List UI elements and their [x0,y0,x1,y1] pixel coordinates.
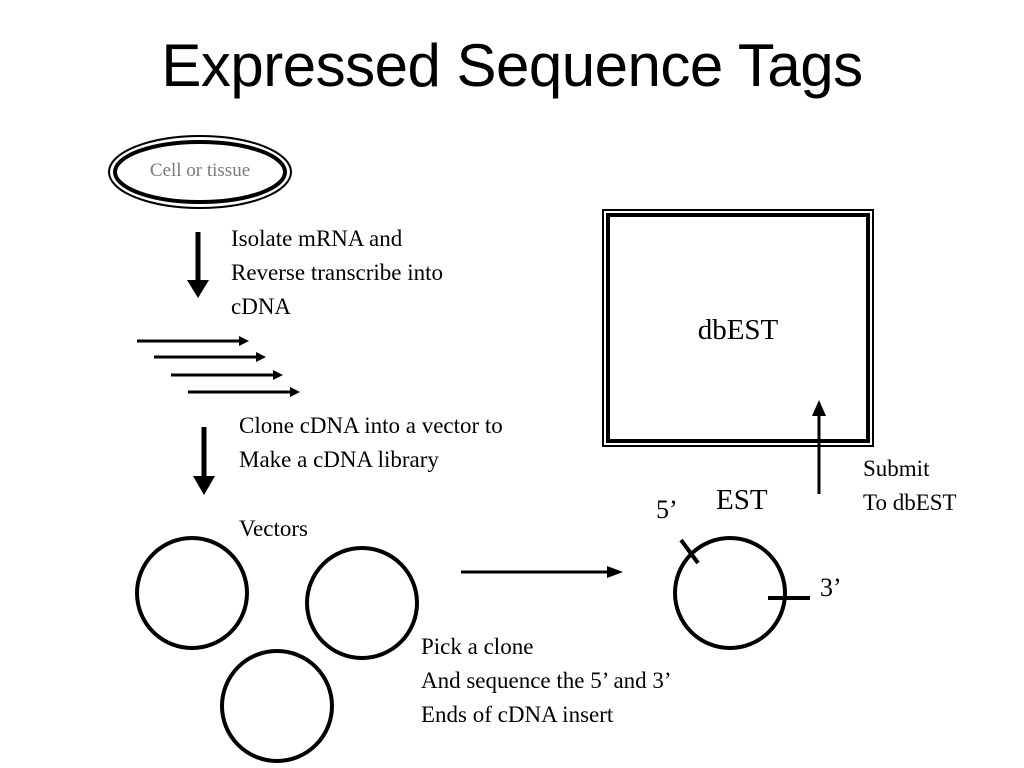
step2-line: Clone cDNA into a vector to [239,413,503,438]
five-prime-tick [679,538,700,565]
step1-line: Reverse transcribe into [231,260,444,285]
dbest-box [602,209,874,447]
submit-line: To dbEST [863,490,957,515]
cell-tissue-label: Cell or tissue [149,160,251,181]
submit-text: Submit To dbEST [863,452,957,520]
step2-text: Clone cDNA into a vector to Make a cDNA … [239,409,503,477]
cdna-strand [137,336,249,346]
submit-line: Submit [863,456,930,481]
down-arrow-icon [187,232,209,298]
vector-circle [305,546,419,660]
step1-text: Isolate mRNA and Reverse transcribe into… [231,222,443,324]
slide-title: Expressed Sequence Tags [161,32,863,99]
step3-line: And sequence the 5’ and 3’ [421,668,672,693]
est-label: EST [716,484,768,516]
step1-line: Isolate mRNA and [231,226,403,251]
vector-circle [220,649,334,763]
cdna-strands [137,336,300,397]
cdna-strand [188,387,300,397]
step3-line: Ends of cDNA insert [421,702,614,727]
cdna-strand [171,370,283,380]
dbest-label: dbEST [697,314,779,346]
step2-line: Make a cDNA library [239,447,439,472]
est-clone-circle [673,536,787,650]
right-arrow-icon [461,566,623,578]
step3-line: Pick a clone [421,634,534,659]
vectors-label: Vectors [239,516,308,541]
down-arrow-icon [193,427,215,495]
vector-circle [135,536,249,650]
step3-text: Pick a clone And sequence the 5’ and 3’ … [421,630,672,732]
three-prime-label: 3’ [820,573,842,602]
cell-tissue-ellipse [108,135,292,209]
up-arrow-icon [812,400,826,494]
five-prime-label: 5’ [656,495,678,524]
cdna-strand [154,352,266,362]
step1-line: cDNA [231,294,292,319]
